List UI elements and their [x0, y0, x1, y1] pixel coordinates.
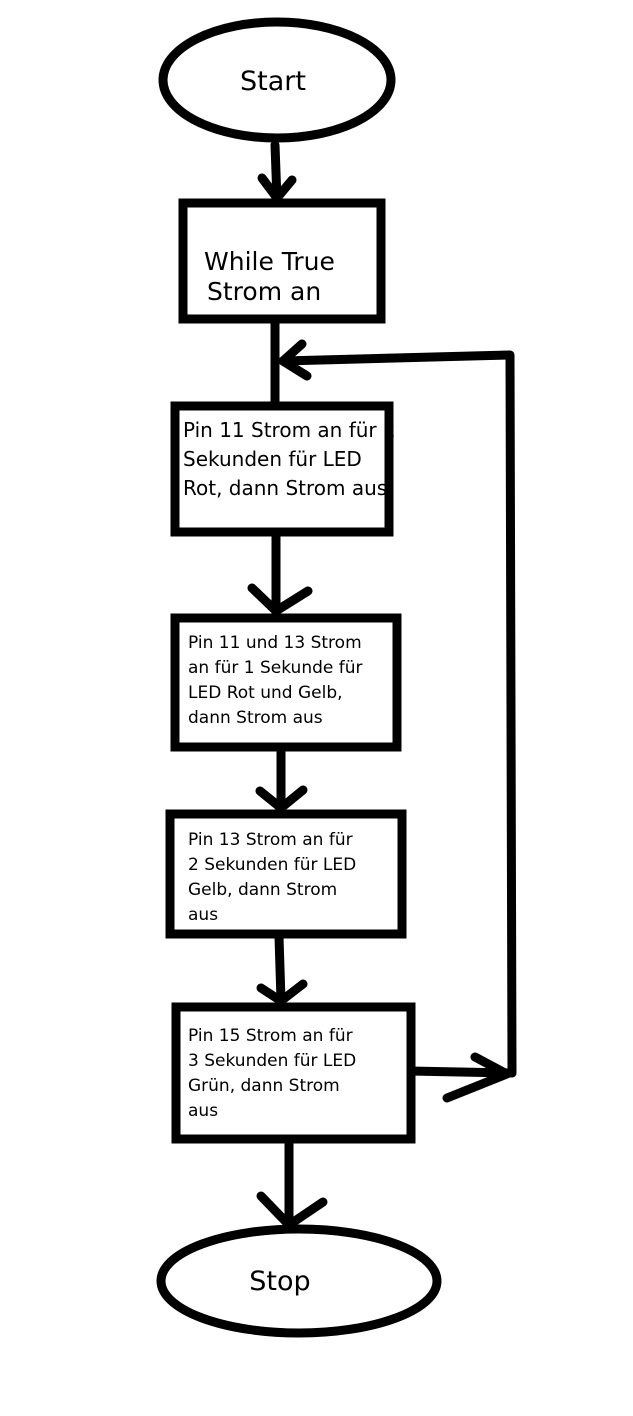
start-label: Start	[240, 66, 306, 97]
step2-line-2: an für 1 Sekunde für	[188, 658, 363, 678]
stop-node: Stop	[156, 1224, 442, 1338]
step2-line-4: dann Strom aus	[188, 708, 323, 728]
arrow-step1-to-step2	[247, 530, 313, 617]
loop-line-1: While True	[204, 247, 335, 276]
loop-box: While True Strom an	[178, 198, 386, 324]
step2-line-3: LED Rot und Gelb,	[188, 683, 343, 703]
step3-line-1: Pin 13 Strom an für	[188, 830, 353, 850]
step2-line-1: Pin 11 und 13 Strom	[188, 633, 362, 653]
loop-back-arrow	[278, 339, 517, 1103]
step4-box: Pin 15 Strom an für 3 Sekunden für LED G…	[171, 1002, 416, 1144]
step1-line-3: Rot, dann Strom aus	[183, 476, 387, 500]
step2-box: Pin 11 und 13 Strom an für 1 Sekunde für…	[170, 613, 402, 752]
step1-line-2: Sekunden für LED	[183, 447, 362, 471]
step4-line-2: 3 Sekunden für LED	[188, 1051, 356, 1071]
arrow-step4-to-stop	[256, 1137, 328, 1231]
arrow-step3-to-step4	[256, 932, 308, 1006]
arrow-start-to-loop	[257, 140, 297, 205]
step4-line-4: aus	[188, 1101, 218, 1121]
stop-label: Stop	[249, 1266, 310, 1297]
step3-box: Pin 13 Strom an für 2 Sekunden für LED G…	[165, 809, 407, 939]
step1-line-1: Pin 11 Strom an für 2	[183, 418, 396, 442]
step3-line-4: aus	[188, 905, 218, 925]
step4-line-3: Grün, dann Strom	[188, 1076, 340, 1096]
step4-line-1: Pin 15 Strom an für	[188, 1026, 353, 1046]
step3-line-3: Gelb, dann Strom	[188, 880, 337, 900]
step1-box: Pin 11 Strom an für 2 Sekunden für LED R…	[170, 401, 396, 537]
arrow-step2-to-step3	[255, 745, 308, 813]
step3-line-2: 2 Sekunden für LED	[188, 855, 356, 875]
loop-line-2: Strom an	[207, 277, 321, 306]
start-node: Start	[158, 17, 396, 143]
